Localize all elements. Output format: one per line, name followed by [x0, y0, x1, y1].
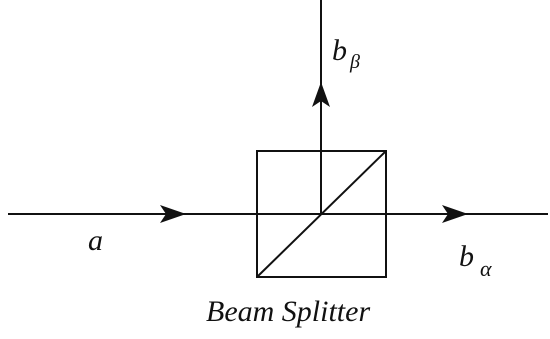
- beam-splitter-diagonal: [256, 150, 387, 278]
- transmitted-beam-label-sub: α: [480, 256, 492, 281]
- reflected-beam-label-base: b: [332, 34, 347, 67]
- beam-splitter-label: Beam Splitter: [206, 295, 370, 328]
- beam-splitter-cube: [256, 150, 387, 278]
- transmitted-arrowhead: [442, 205, 468, 223]
- transmitted-beam-label-base: b: [459, 240, 474, 273]
- reflected-beam-label-sub: β: [349, 51, 360, 73]
- input-beam-label: a: [88, 224, 103, 257]
- reflected-arrowhead: [312, 82, 330, 107]
- input-arrowhead: [160, 205, 186, 223]
